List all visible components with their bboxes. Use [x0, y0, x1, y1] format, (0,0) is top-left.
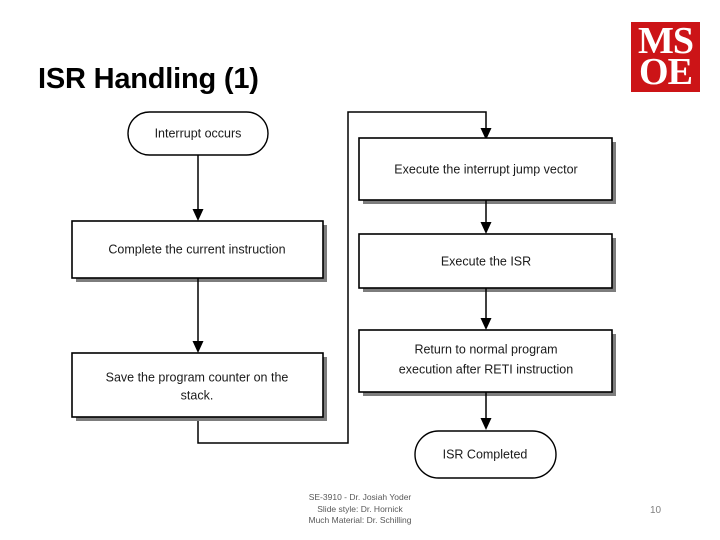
- node-isr-completed: [414, 430, 557, 479]
- node-save-pc-label-line2: stack.: [181, 388, 214, 402]
- node-complete-instruction: [71, 220, 324, 279]
- logo-text-oe: OE: [639, 51, 693, 92]
- footer-line-material: Much Material: Dr. Schilling: [308, 515, 412, 525]
- page-number: 10: [650, 505, 662, 516]
- footer: SE-3910 - Dr. Josiah Yoder Slide style: …: [0, 492, 720, 527]
- node-interrupt-occurs-label: Interrupt occurs: [155, 126, 242, 140]
- page-title: ISR Handling (1): [38, 63, 259, 95]
- footer-line-slide-style: Slide style: Dr. Hornick: [317, 503, 403, 514]
- node-save-pc: [71, 352, 324, 418]
- node-complete-instruction-label: Complete the current instruction: [108, 242, 285, 256]
- node-return-normal-label-line1: Return to normal program: [414, 342, 557, 356]
- edge-isr-to-return-arrowhead: [480, 318, 492, 330]
- msoe-logo: MS OE: [631, 22, 700, 92]
- edge-interrupt-to-complete-arrowhead: [192, 209, 204, 221]
- node-isr-completed-label: ISR Completed: [443, 447, 528, 461]
- edge-return-to-completed-arrowhead: [480, 418, 492, 430]
- edge-jump-vector-to-isr-arrowhead: [480, 222, 492, 234]
- edge-save-pc-to-jump-vector-arrowhead: [480, 128, 492, 140]
- logo-text-ms: MS: [638, 22, 694, 62]
- edge-complete-to-save-pc-arrowhead: [192, 341, 204, 353]
- node-return-normal: [358, 329, 613, 393]
- node-save-pc-label-line1: Save the program counter on the: [106, 370, 289, 384]
- node-jump-vector-label: Execute the interrupt jump vector: [394, 162, 577, 176]
- footer-line-course: SE-3910 - Dr. Josiah Yoder: [308, 492, 412, 502]
- node-return-normal-label-line2: execution after RETI instruction: [399, 362, 573, 376]
- node-execute-isr-label: Execute the ISR: [441, 254, 531, 268]
- edge-save-pc-to-jump-vector: [197, 111, 487, 444]
